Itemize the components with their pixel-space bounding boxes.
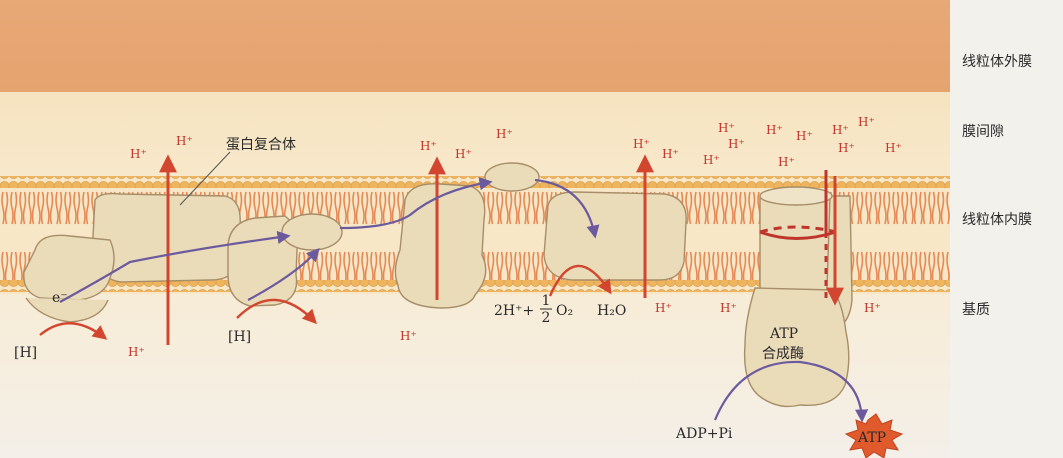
h-plus-label: H⁺ <box>455 147 472 161</box>
outer-membrane-label: 线粒体外膜 <box>962 54 1032 70</box>
h-plus-label: H⁺ <box>728 137 745 151</box>
nadh-label-middle: [H] <box>228 329 251 345</box>
h-plus-label: H⁺ <box>720 301 737 315</box>
h-plus-label: H⁺ <box>718 121 735 135</box>
h-plus-label: H⁺ <box>832 123 849 137</box>
h-plus-label: H⁺ <box>400 329 417 343</box>
protein-complex-label: 蛋白复合体 <box>226 136 296 153</box>
outer-membrane-band <box>0 0 950 92</box>
protein-complex-4 <box>544 192 686 280</box>
nadh-label-left: [H] <box>14 345 37 361</box>
h-plus-label: H⁺ <box>778 155 795 169</box>
h-plus-label: H⁺ <box>838 141 855 155</box>
fraction-denominator: 2 <box>542 310 551 326</box>
water-label: H₂O <box>597 303 626 319</box>
h-plus-label: H⁺ <box>633 137 650 151</box>
matrix-label: 基质 <box>962 301 990 318</box>
h-plus-label: H⁺ <box>128 345 145 359</box>
fraction-numerator: 1 <box>542 293 551 309</box>
intermembrane-space-label: 膜间隙 <box>962 124 1004 140</box>
h-plus-label: H⁺ <box>496 127 513 141</box>
h-plus-label: H⁺ <box>703 153 720 167</box>
h-plus-label: H⁺ <box>655 301 672 315</box>
electron-label: e⁻ <box>52 290 68 306</box>
h-plus-label: H⁺ <box>858 115 875 129</box>
h-plus-label: H⁺ <box>420 139 437 153</box>
atp-synthase-label-line2: 合成酶 <box>762 346 804 362</box>
h-plus-label: H⁺ <box>885 141 902 155</box>
h-plus-label: H⁺ <box>176 134 193 148</box>
atp-product-label: ATP <box>857 430 886 446</box>
h-plus-label: H⁺ <box>766 123 783 137</box>
atp-synthase-label-line1: ATP <box>769 326 798 342</box>
h-plus-label: H⁺ <box>130 147 147 161</box>
h-plus-label: H⁺ <box>662 147 679 161</box>
h-plus-label: H⁺ <box>864 301 881 315</box>
adp-pi-label: ADP+Pi <box>675 426 733 442</box>
h-plus-label: H⁺ <box>796 129 813 143</box>
two-h-plus-label: 2H⁺+ <box>494 303 534 319</box>
inner-membrane-label: 线粒体内膜 <box>962 212 1032 228</box>
oxygen-label: O₂ <box>556 303 573 319</box>
